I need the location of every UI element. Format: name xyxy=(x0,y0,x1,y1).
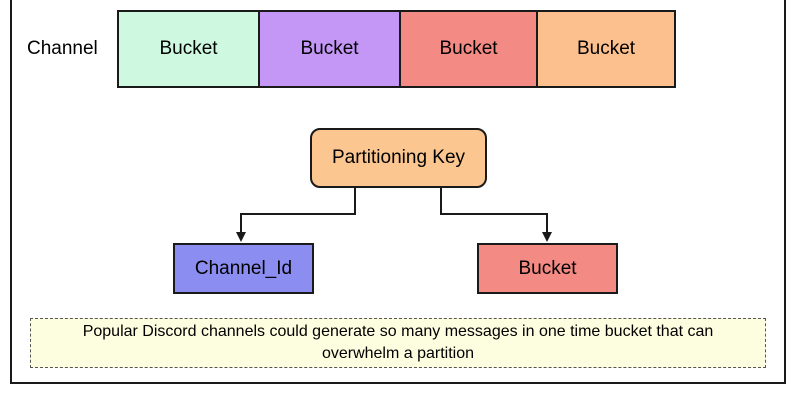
channel-bucket-4: Bucket xyxy=(538,10,676,88)
partitioning-key-box: Partitioning Key xyxy=(310,128,487,188)
channel-bucket-2: Bucket xyxy=(260,10,401,88)
channel-label: Channel xyxy=(27,38,98,59)
note-box: Popular Discord channels could generate … xyxy=(30,318,766,368)
channel-bucket-3: Bucket xyxy=(401,10,538,88)
channel-id-box: Channel_Id xyxy=(173,243,314,294)
bucket-box: Bucket xyxy=(477,243,618,294)
channel-bucket-1: Bucket xyxy=(117,10,260,88)
diagram-frame xyxy=(10,0,786,384)
